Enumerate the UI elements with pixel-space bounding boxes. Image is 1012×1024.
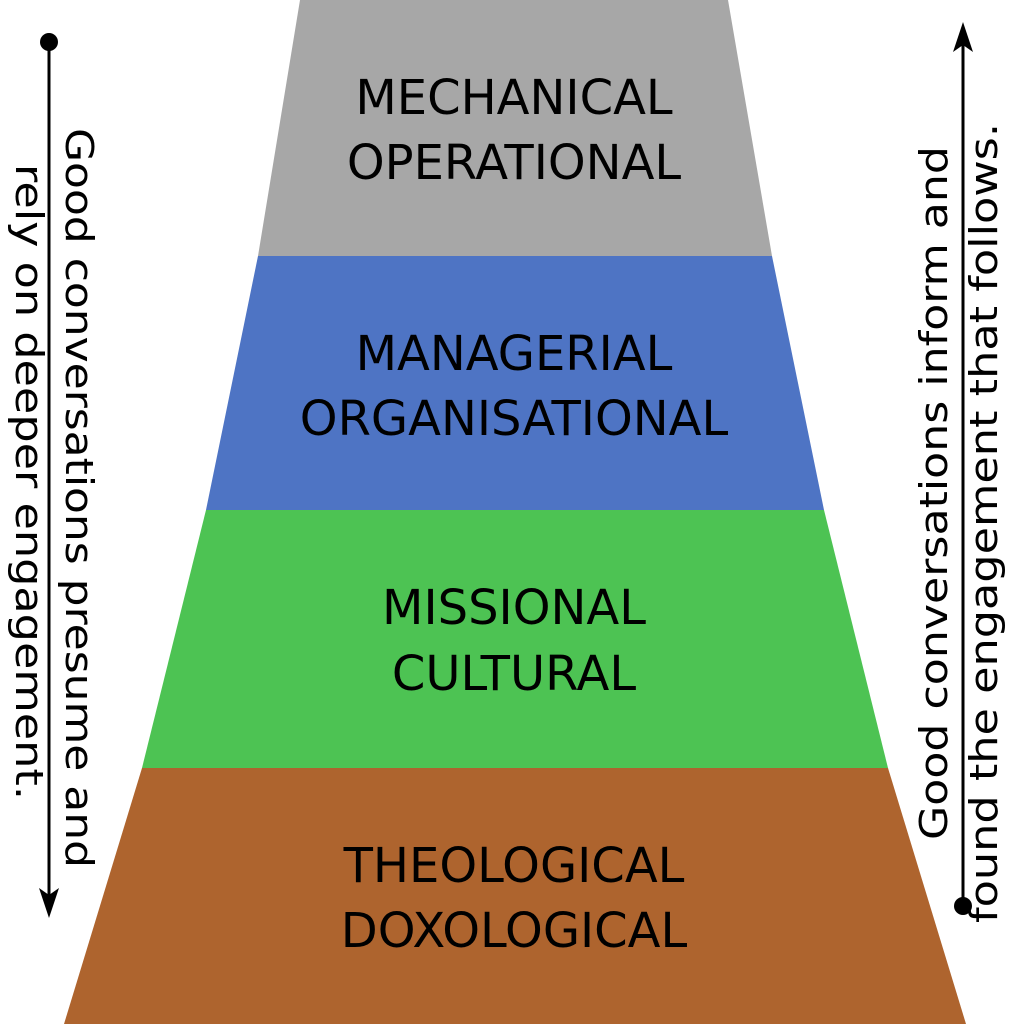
layer-labels: MECHANICAL OPERATIONAL MANAGERIAL ORGANI… [300, 70, 729, 959]
right-arrow-head-icon [953, 22, 973, 52]
layer-band-missional [142, 510, 888, 768]
right-note: Good conversations inform and found the … [912, 123, 1006, 923]
layer-label-mechanical: MECHANICAL [355, 70, 673, 126]
layer-label-theological: THEOLOGICAL [343, 838, 685, 894]
left-arrow-head-icon [39, 888, 59, 918]
pyramid [64, 0, 966, 1024]
right-arrow-end-dot [954, 897, 972, 915]
right-note-line-2: found the engagement that follows. [962, 123, 1006, 923]
layer-label-organisational: ORGANISATIONAL [300, 391, 729, 447]
right-upward-arrow [953, 22, 973, 915]
layer-band-mechanical [258, 0, 772, 256]
left-note-line-1: Good conversations presume and [57, 128, 101, 868]
layer-label-operational: OPERATIONAL [347, 135, 682, 191]
layer-label-managerial: MANAGERIAL [356, 326, 673, 382]
left-downward-arrow [39, 33, 59, 918]
layer-band-theological [64, 768, 966, 1024]
layer-label-cultural: CULTURAL [392, 646, 636, 702]
left-arrow-start-dot [40, 33, 58, 51]
right-note-line-1: Good conversations inform and [912, 146, 956, 840]
left-note-line-2: rely on deeper engagement. [7, 164, 51, 800]
left-note: Good conversations presume and rely on d… [7, 128, 101, 868]
layer-label-doxological: DOXOLOGICAL [341, 903, 688, 959]
layer-label-missional: MISSIONAL [382, 580, 646, 636]
layer-band-managerial [206, 256, 824, 510]
